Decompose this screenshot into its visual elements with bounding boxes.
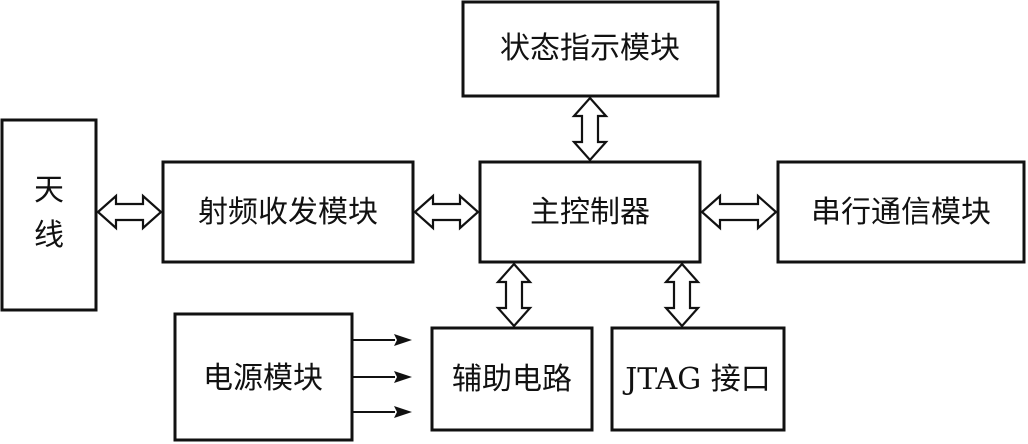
power-feed-arrow-middle <box>352 371 412 383</box>
jtag-interface-block: JTAG 接口 <box>610 326 786 432</box>
antenna-label-line1: 天 <box>34 173 64 208</box>
serial-comm-block: 串行通信模块 <box>776 160 1026 264</box>
rf-transceiver-label: 射频收发模块 <box>198 195 378 230</box>
antenna-rf-double-arrow <box>96 193 163 231</box>
antenna-label-line2: 线 <box>34 218 64 253</box>
status-controller-double-arrow <box>571 96 609 162</box>
main-controller-block: 主控制器 <box>478 160 702 264</box>
aux-circuit-label: 辅助电路 <box>452 362 572 397</box>
power-module-block: 电源模块 <box>173 312 354 442</box>
antenna-block: 天 线 <box>0 118 98 312</box>
controller-serial-double-arrow <box>700 193 778 231</box>
main-controller-label: 主控制器 <box>530 195 650 230</box>
controller-aux-double-arrow <box>495 262 533 328</box>
status-indicator-block: 状态指示模块 <box>461 0 720 98</box>
power-feed-arrow-top <box>352 334 412 346</box>
controller-jtag-double-arrow <box>663 262 701 328</box>
rf-transceiver-block: 射频收发模块 <box>161 160 415 264</box>
jtag-interface-label: JTAG 接口 <box>622 362 771 397</box>
status-indicator-label: 状态指示模块 <box>500 31 680 66</box>
serial-comm-label: 串行通信模块 <box>811 195 991 230</box>
aux-circuit-block: 辅助电路 <box>430 326 594 432</box>
power-feed-arrow-bottom <box>352 406 412 418</box>
power-module-label: 电源模块 <box>203 361 323 396</box>
rf-controller-double-arrow <box>413 193 480 231</box>
